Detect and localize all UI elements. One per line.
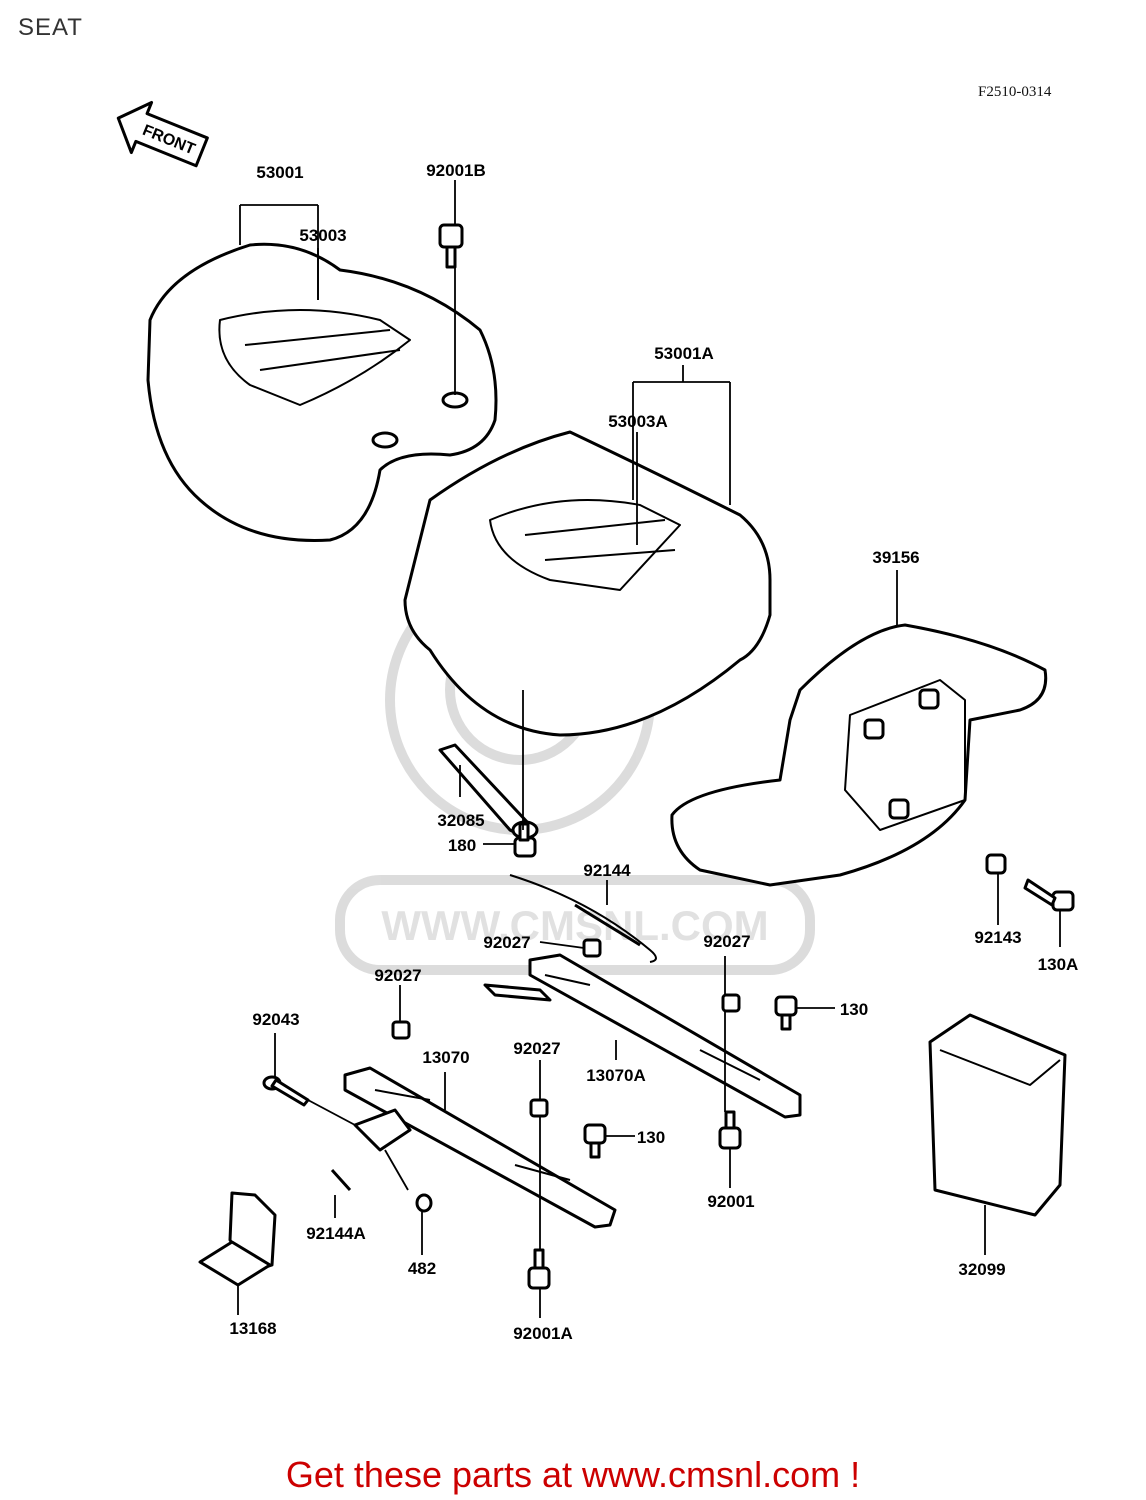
leader-lines	[237, 180, 1061, 1318]
pin-92043-icon	[262, 1075, 310, 1107]
label-92144: 92144	[583, 861, 631, 880]
seat-53001a-illustration	[403, 430, 772, 737]
collar-92143-icon	[985, 853, 1007, 875]
spring-92144-icon	[509, 874, 657, 963]
label-39156: 39156	[872, 548, 919, 567]
label-180: 180	[448, 836, 476, 855]
label-92027-c: 92027	[374, 966, 421, 985]
label-92027-a: 92027	[483, 933, 530, 952]
label-53001: 53001	[256, 163, 303, 182]
parts-diagram: WWW.CMSNL.COM FRONT	[116, 100, 1079, 1343]
figure-code: F2510-0314	[978, 84, 1052, 100]
label-92027-d: 92027	[513, 1039, 560, 1058]
label-53001a: 53001A	[654, 344, 714, 363]
label-53003: 53003	[299, 226, 346, 245]
label-92144a: 92144A	[306, 1224, 366, 1243]
clip-482-icon	[415, 1193, 433, 1213]
bolt-130a-icon	[1023, 878, 1075, 912]
bolt-92001a-icon	[527, 1248, 551, 1290]
label-130a: 130A	[1038, 955, 1079, 974]
label-92043: 92043	[252, 1010, 299, 1029]
page-title: SEAT	[18, 14, 83, 41]
spring-92144a-icon	[330, 1168, 352, 1192]
cover-39156-illustration	[670, 623, 1048, 887]
bracket-13168-illustration	[198, 1191, 277, 1287]
collar-92027-icon	[391, 1020, 411, 1040]
label-13070a: 13070A	[586, 1066, 646, 1085]
label-92027-b: 92027	[703, 932, 750, 951]
front-arrow-icon: FRONT	[116, 100, 209, 168]
bolt-92001b-icon	[438, 223, 464, 269]
label-32085: 32085	[437, 811, 484, 830]
collar-92027-icon	[582, 938, 602, 958]
bolt-92001-icon	[718, 1110, 742, 1150]
label-482: 482	[408, 1259, 436, 1278]
label-92001a: 92001A	[513, 1324, 573, 1343]
bolt-180-icon	[513, 822, 537, 858]
seat-53001-illustration	[146, 242, 498, 542]
label-13070: 13070	[422, 1048, 469, 1067]
label-130-a: 130	[840, 1000, 868, 1019]
bolt-130-icon	[774, 995, 798, 1031]
watermark-text: WWW.CMSNL.COM	[381, 902, 768, 949]
label-92001b: 92001B	[426, 161, 486, 180]
case-32099-illustration	[928, 1013, 1067, 1217]
bolt-130-icon	[583, 1123, 607, 1159]
label-32099: 32099	[958, 1260, 1005, 1279]
label-53003a: 53003A	[608, 412, 668, 431]
label-13168: 13168	[229, 1319, 276, 1338]
label-92001: 92001	[707, 1192, 754, 1211]
label-92143: 92143	[974, 928, 1021, 947]
bracket-13070-illustration	[343, 1066, 617, 1229]
collar-92027-icon	[721, 993, 741, 1013]
label-130-b: 130	[637, 1128, 665, 1147]
promo-banner-link[interactable]: Get these parts at www.cmsnl.com !	[285, 1454, 861, 1495]
collar-92027-icon	[529, 1098, 549, 1118]
bracket-13070a-illustration	[483, 953, 802, 1119]
